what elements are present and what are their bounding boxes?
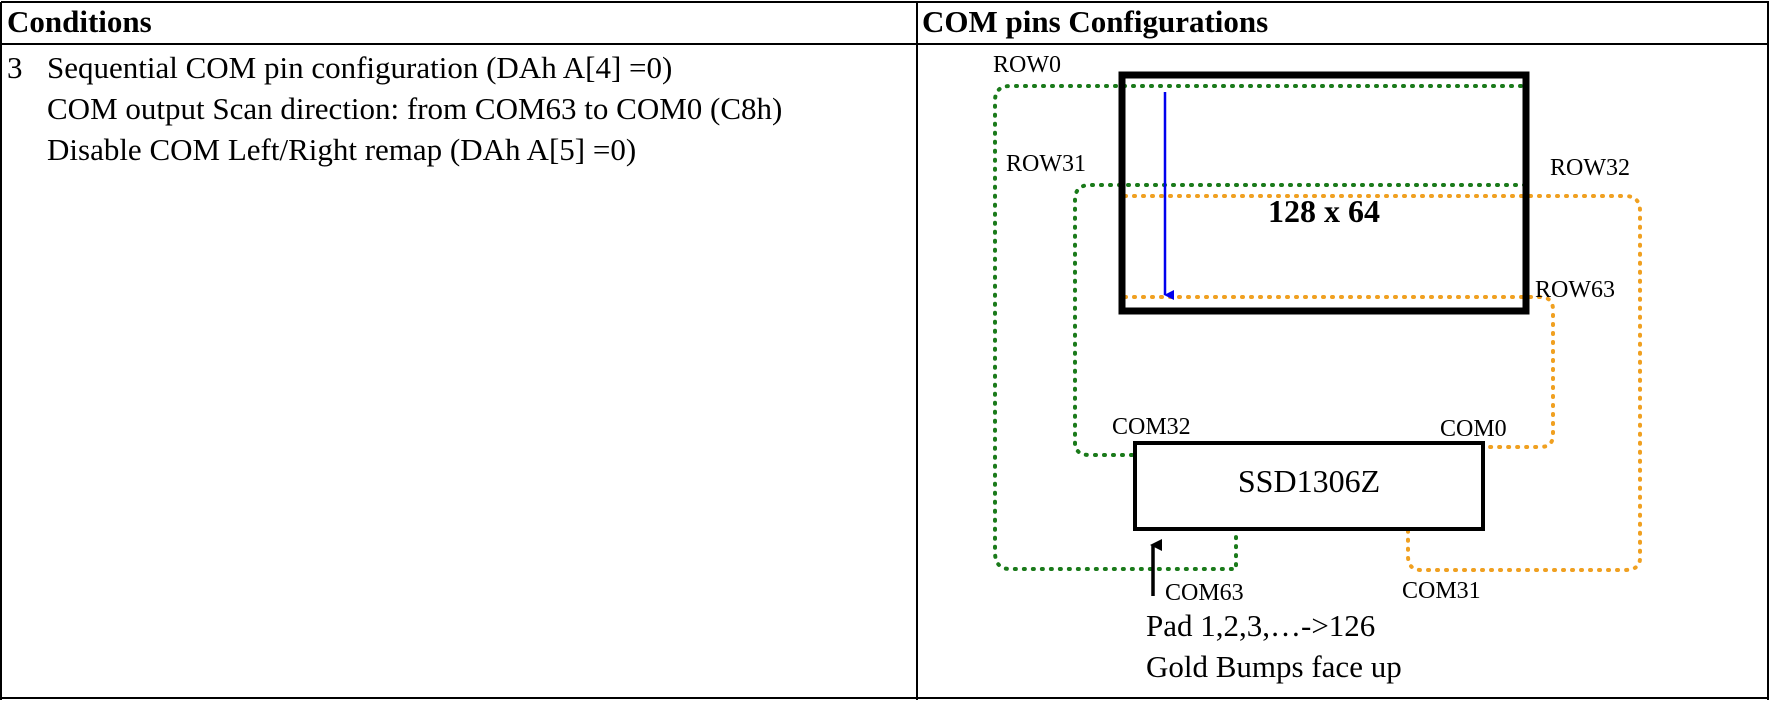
gold-bumps-label: Gold Bumps face up	[1146, 649, 1402, 684]
condition-line-3: Disable COM Left/Right remap (DAh A[5] =…	[47, 132, 637, 167]
chip-block	[1133, 441, 1485, 531]
row32-label: ROW32	[1550, 155, 1630, 181]
condition-line-1: Sequential COM pin configuration (DAh A[…	[47, 50, 673, 85]
orange-route-row63-com0	[1123, 295, 1555, 449]
row63-label: ROW63	[1535, 277, 1615, 303]
com63-label: COM63	[1165, 580, 1244, 606]
com32-label: COM32	[1112, 414, 1191, 440]
pad-order-label: Pad 1,2,3,…->126	[1146, 608, 1375, 643]
display-resolution-label: 128 x 64	[1268, 193, 1380, 229]
green-route-row0-com63	[993, 84, 1523, 571]
display-panel	[1118, 71, 1530, 315]
orange-route-row32-com31	[1123, 194, 1642, 572]
chip-label: SSD1306Z	[1238, 463, 1380, 499]
header-com-pins: COM pins Configurations	[922, 4, 1269, 39]
green-route-row31-com32	[1073, 183, 1527, 457]
com0-label: COM0	[1440, 416, 1507, 442]
row31-label: ROW31	[1006, 151, 1086, 177]
row0-label: ROW0	[993, 52, 1061, 78]
com31-label: COM31	[1402, 578, 1481, 604]
condition-line-2: COM output Scan direction: from COM63 to…	[47, 91, 783, 126]
header-conditions: Conditions	[7, 4, 152, 39]
row-number: 3	[7, 50, 23, 85]
